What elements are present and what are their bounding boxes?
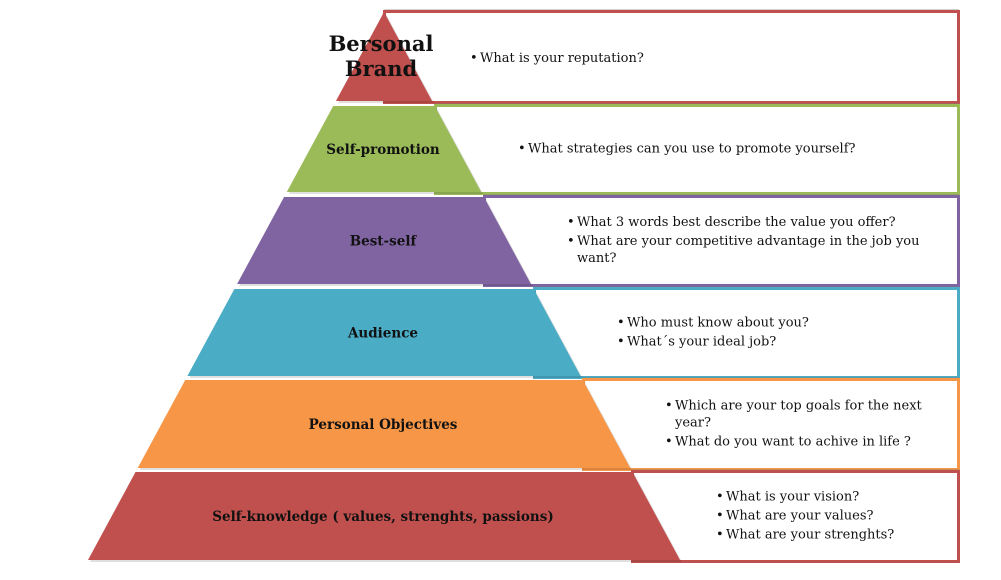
pyramid-level-self-knowledge: Self-knowledge ( values, strenghts, pass… [88,469,960,563]
pyramid-level-personal-objectives: Personal Objectives•Which are your top g… [137,377,960,471]
bullet-text: Which are your top goals for the next [675,399,923,414]
bullet-dot: • [617,335,625,350]
bullet-dot: • [665,435,673,450]
bullet-text: want? [577,251,616,266]
level-label: Audience [347,326,418,342]
level-label-line: Brand [345,56,418,81]
bullet-text: What do you want to achive in life ? [675,435,911,450]
pyramid-segment [187,289,581,376]
level-label-line: Bersonal [329,31,434,56]
bullet-text: What is your reputation? [480,51,644,66]
pyramid-segment [237,197,531,284]
bullet-text: What are your strenghts? [726,528,894,543]
bullet-text: What´s your ideal job? [627,335,776,350]
pyramid-segment [335,12,433,101]
level-label: Self-promotion [326,142,440,158]
level-text-box [533,287,960,379]
bullet-dot: • [716,528,724,543]
level-label: Best-self [350,234,418,250]
level-text-box [383,10,960,104]
pyramid-segment [137,380,631,468]
bullet-dot: • [716,490,724,505]
bullet-dot: • [617,316,625,331]
level-text-box [483,195,960,287]
bullet-text: What strategies can you use to promote y… [528,142,856,157]
bullet-text: What is your vision? [726,490,859,505]
bullet-dot: • [567,234,575,249]
bullet-dot: • [716,509,724,524]
level-text-box [434,104,960,195]
bullet-text: year? [674,416,711,431]
bullet-dot: • [470,51,478,66]
bullet-dot: • [518,142,526,157]
level-label: Self-knowledge ( values, strenghts, pass… [212,509,553,525]
pyramid-level-best-self: Best-self •What 3 words best describe the… [237,194,960,287]
pyramid-segment [88,472,680,560]
level-text-box [582,378,960,471]
level-label: Personal Objectives [309,417,458,433]
pyramid-level-audience: Audience •Who must know about you?•What´s… [187,286,960,379]
bullet-text: What are your values? [726,509,874,524]
pyramid-segment [286,106,482,192]
bullet-dot: • [665,399,673,414]
pyramid-level-self-promotion: Self-promotion •What strategies can you u… [286,103,960,195]
bullet-text: Who must know about you? [627,316,809,331]
bullet-text: What are your competitive advantage in t… [577,234,920,249]
bullet-dot: • [567,215,575,230]
bullet-text: What 3 words best describe the value you… [577,215,896,230]
